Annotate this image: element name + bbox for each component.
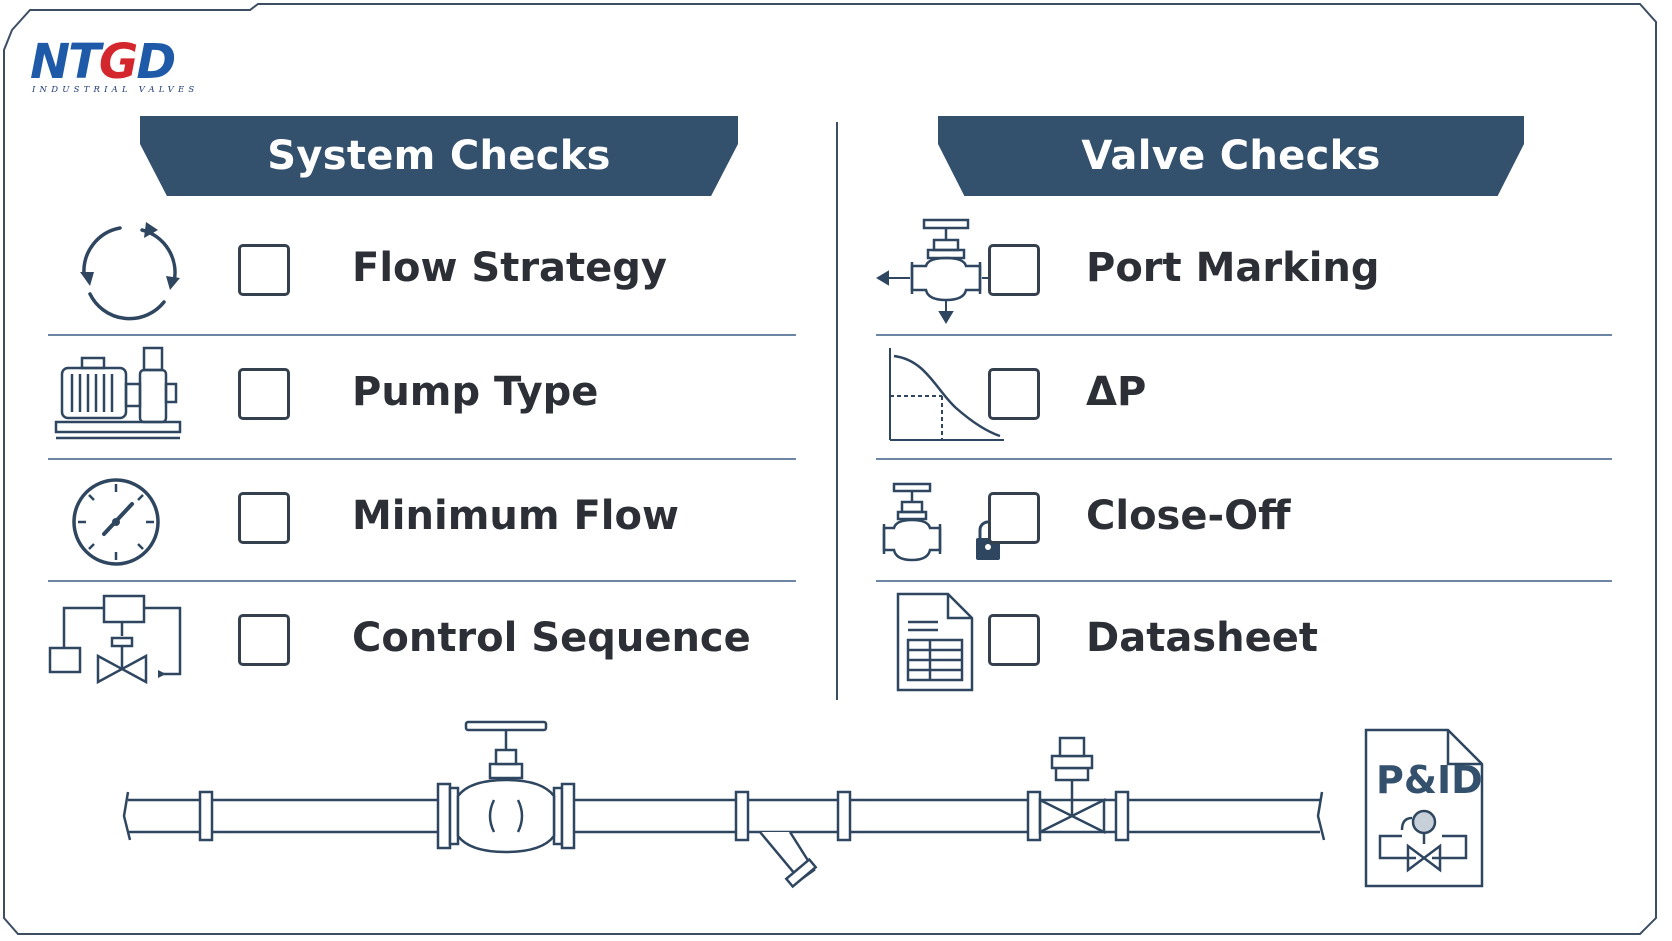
row-divider xyxy=(48,580,796,582)
system-check-item: Pump Type xyxy=(48,334,796,458)
delta-p-label: ΔP xyxy=(1086,369,1147,415)
datasheet-checkbox[interactable] xyxy=(988,614,1040,666)
row-divider xyxy=(876,334,1612,336)
system-check-item: Flow Strategy xyxy=(48,210,796,334)
row-divider xyxy=(876,580,1612,582)
valve-ports-icon xyxy=(876,216,1016,326)
flow-strategy-checkbox[interactable] xyxy=(238,244,290,296)
close-off-checkbox[interactable] xyxy=(988,492,1040,544)
valve-check-item: ΔP xyxy=(876,334,1612,458)
row-divider xyxy=(48,458,796,460)
control-loop-icon xyxy=(48,586,188,696)
pid-label: P&ID xyxy=(1376,758,1483,802)
delta-p-checkbox[interactable] xyxy=(988,368,1040,420)
logo-wordmark: NTGD xyxy=(30,34,176,90)
system-check-item: Minimum Flow xyxy=(48,458,796,582)
row-divider xyxy=(48,334,796,336)
pump-type-label: Pump Type xyxy=(352,369,599,415)
recycle-arrows-icon xyxy=(60,216,200,326)
pipeline-illustration xyxy=(122,720,1326,889)
port-marking-label: Port Marking xyxy=(1086,245,1380,291)
pump-icon xyxy=(52,340,192,450)
system-checks-title: System Checks xyxy=(140,116,738,196)
datasheet-label: Datasheet xyxy=(1086,615,1318,661)
column-divider xyxy=(836,122,838,700)
valve-check-item: Port Marking xyxy=(876,210,1612,334)
flow-strategy-label: Flow Strategy xyxy=(352,245,667,291)
port-marking-checkbox[interactable] xyxy=(988,244,1040,296)
brand-logo: NTGD INDUSTRIAL VALVES xyxy=(30,34,230,96)
pressure-curve-icon xyxy=(876,340,1016,450)
valve-checks-title: Valve Checks xyxy=(938,116,1524,196)
gauge-icon xyxy=(54,464,194,574)
valve-check-item: Datasheet xyxy=(876,580,1612,704)
pid-document-icon xyxy=(1364,728,1484,888)
logo-tagline: INDUSTRIAL VALVES xyxy=(32,85,199,95)
minimum-flow-label: Minimum Flow xyxy=(352,493,679,539)
valve-check-item: Close-Off xyxy=(876,458,1612,582)
minimum-flow-checkbox[interactable] xyxy=(238,492,290,544)
datasheet-icon xyxy=(876,586,1016,696)
system-check-item: Control Sequence xyxy=(48,580,796,704)
pump-type-checkbox[interactable] xyxy=(238,368,290,420)
control-sequence-label: Control Sequence xyxy=(352,615,751,661)
close-off-label: Close-Off xyxy=(1086,493,1291,539)
row-divider xyxy=(876,458,1612,460)
control-sequence-checkbox[interactable] xyxy=(238,614,290,666)
